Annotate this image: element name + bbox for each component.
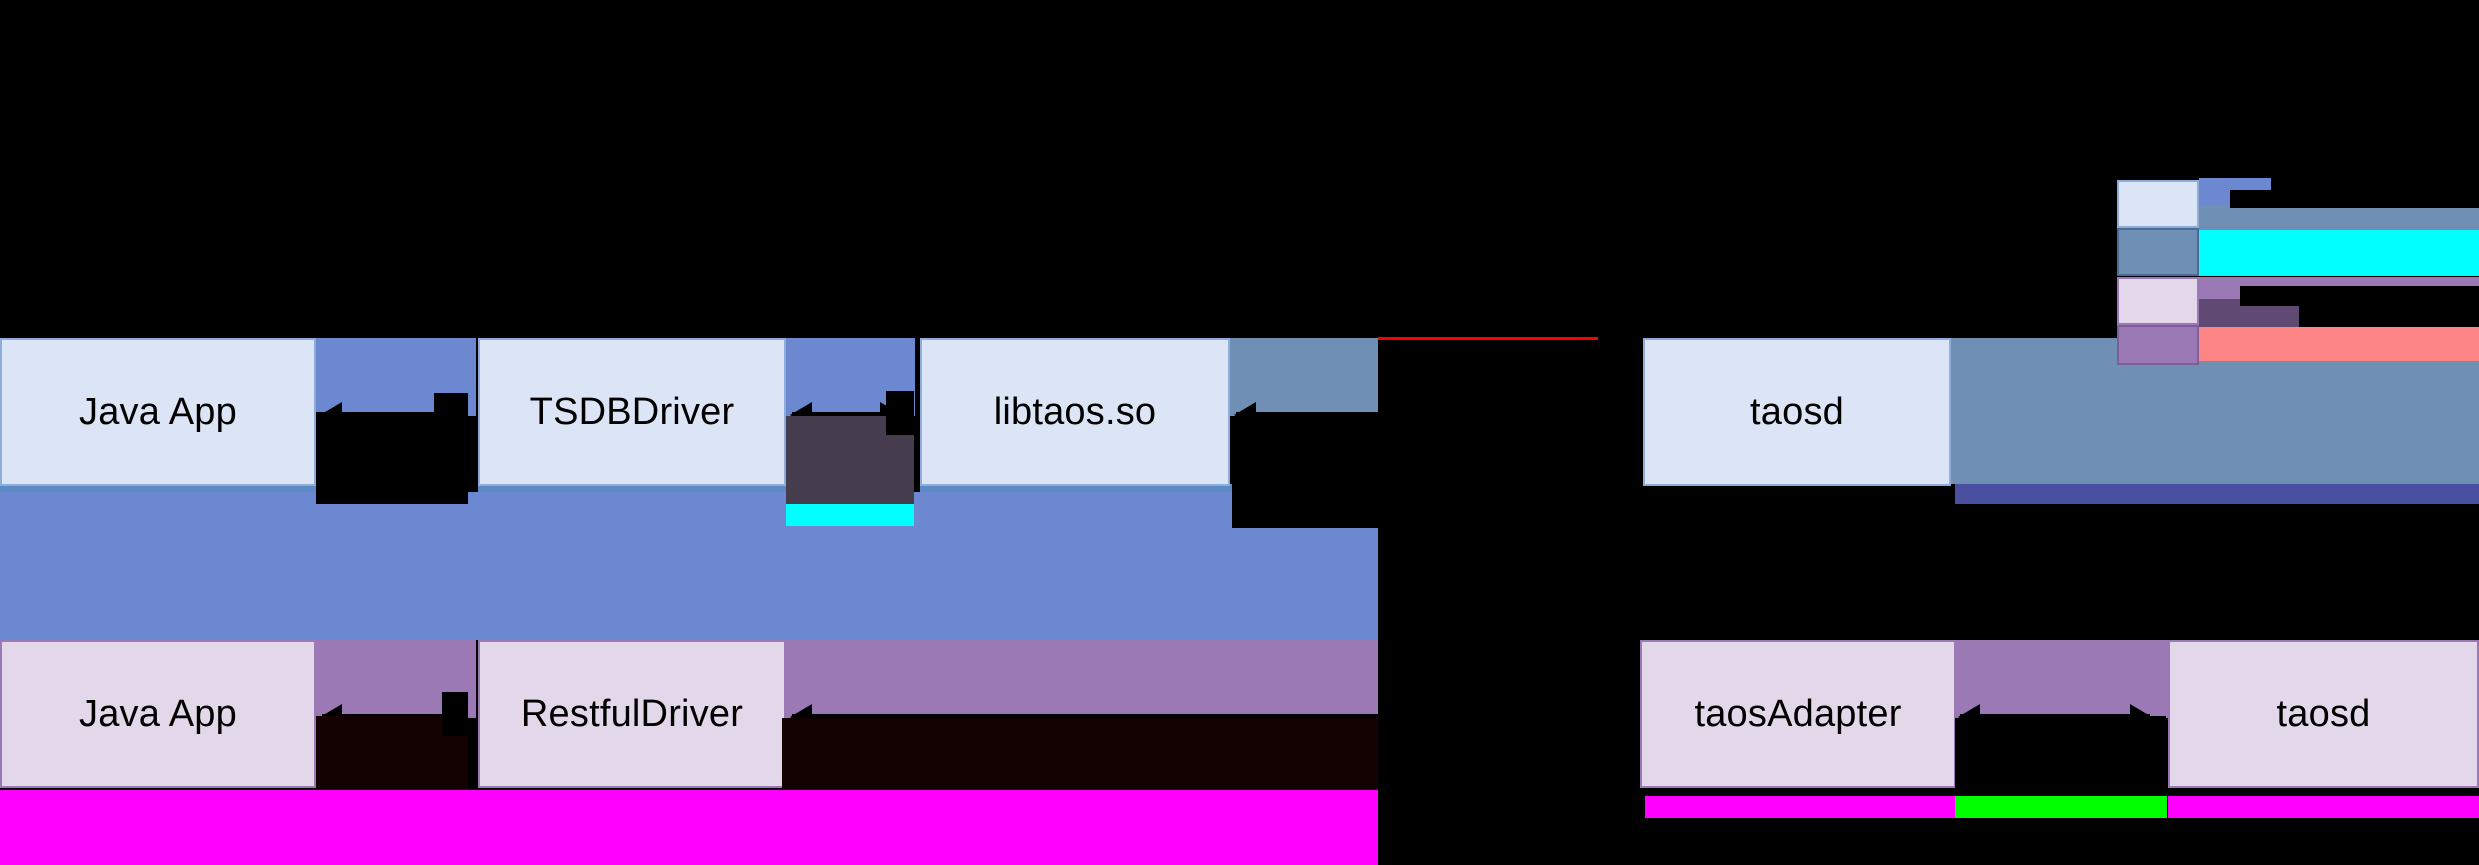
node-label: Java App: [79, 692, 237, 735]
occlusion-gap-r2: [1378, 636, 1640, 851]
node-label: Java App: [79, 390, 237, 433]
node-taosd-rest[interactable]: taosd: [2168, 640, 2479, 788]
legend-label-bar-1b: [2199, 206, 2479, 230]
occlusion-block-r1-b2: [886, 391, 914, 435]
node-label: TSDBDriver: [529, 390, 735, 433]
magenta-band-lower: [0, 801, 1378, 865]
legend-swatch-2: [2117, 228, 2199, 276]
occlusion-block-r2-b: [782, 718, 1378, 796]
node-java-app-rest[interactable]: Java App: [0, 640, 316, 788]
cyan-strip-r1: [786, 504, 914, 526]
red-hairline-r1: [1378, 337, 1598, 340]
occlusion-block-r1-c: [1232, 416, 1378, 528]
node-taosd-native[interactable]: taosd: [1643, 338, 1951, 486]
legend-label-bar-2: [2199, 230, 2479, 276]
legend-text-occlusion: [2230, 190, 2479, 208]
row1-underlay-band: [0, 492, 1378, 640]
legend-swatch-3: [2117, 277, 2199, 325]
green-strip-r2: [1955, 796, 2167, 818]
node-taosadapter[interactable]: taosAdapter: [1640, 640, 1956, 788]
node-restfuldriver[interactable]: RestfulDriver: [478, 640, 786, 788]
row1-connector-fill-4: [1950, 338, 2479, 484]
node-label: libtaos.so: [993, 390, 1157, 433]
node-libtaos-so[interactable]: libtaos.so: [920, 338, 1230, 486]
magenta-band-taosadapter: [1645, 796, 1955, 818]
legend-text-occlusion-2: [2240, 286, 2479, 306]
magenta-band-taosd: [2168, 796, 2479, 818]
row2-connector-fill-2: [782, 640, 1378, 718]
occlusion-block-r2-a2: [442, 692, 468, 736]
occlusion-block-r2-c: [1955, 718, 2167, 796]
legend-label-bar-4: [2199, 327, 2479, 361]
legend-swatch-1: [2117, 180, 2199, 228]
occlusion-gap-r1: [1378, 335, 1643, 535]
indigo-strip-r1: [1955, 484, 2479, 504]
occlusion-block-r1-a2: [434, 393, 468, 433]
node-label: taosd: [2276, 692, 2371, 735]
legend-swatch-4: [2117, 325, 2199, 365]
node-tsdbdriver[interactable]: TSDBDriver: [478, 338, 786, 486]
node-java-app-native[interactable]: Java App: [0, 338, 316, 486]
node-label: RestfulDriver: [520, 692, 744, 735]
node-label: taosAdapter: [1694, 692, 1902, 735]
node-label: taosd: [1750, 390, 1844, 433]
occlusion-block-r2-c2: [2140, 716, 2166, 752]
